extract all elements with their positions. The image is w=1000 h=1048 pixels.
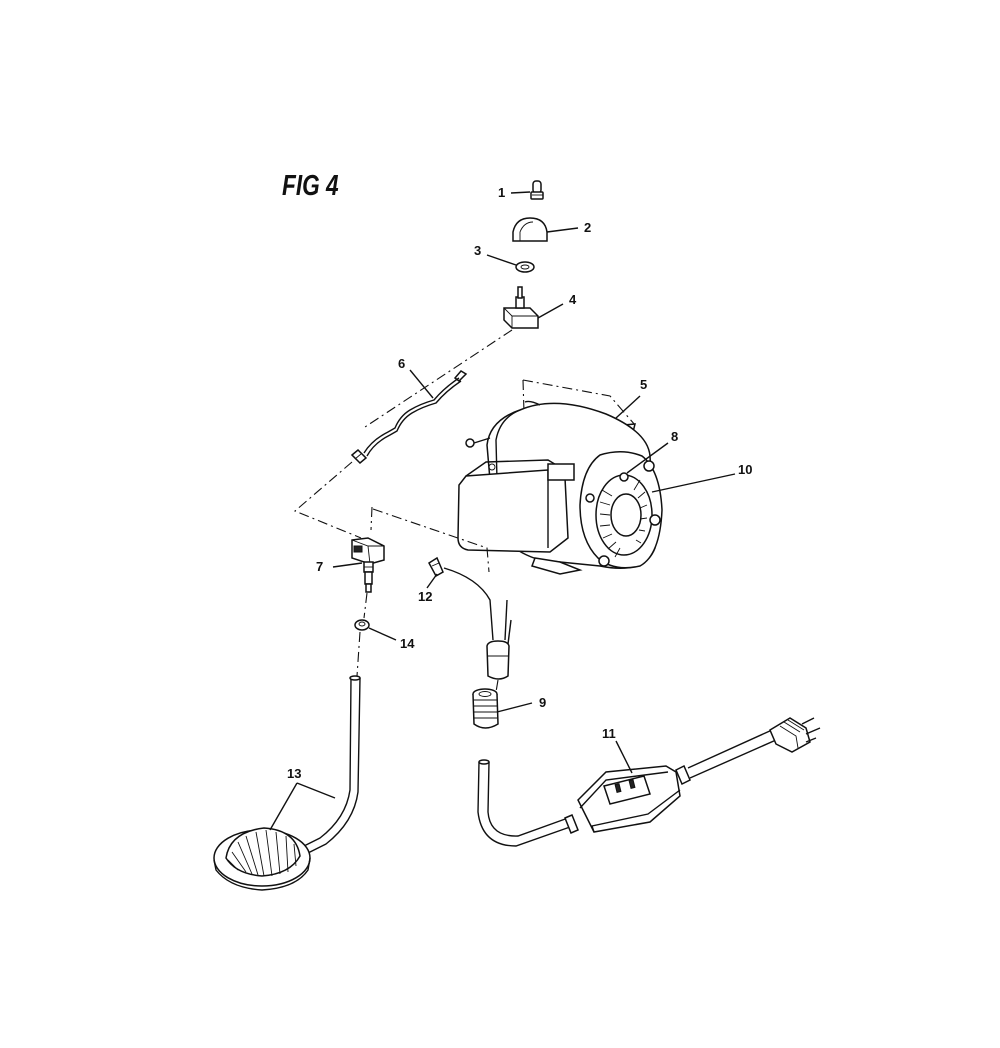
- callout-14: 14: [400, 636, 415, 651]
- callout-13: 13: [287, 766, 302, 781]
- leader-6: [409, 369, 434, 399]
- part-1-lamp: [530, 180, 544, 200]
- callout-4: 4: [569, 292, 577, 307]
- leader-2: [546, 227, 579, 233]
- callout-3: 3: [474, 243, 482, 258]
- part-6-wire: [350, 370, 468, 465]
- leader-8: [626, 442, 669, 474]
- callout-12: 12: [418, 589, 433, 604]
- leader-5: [615, 395, 641, 419]
- part-9-strain-relief: [472, 688, 499, 729]
- part-3-washer: [515, 261, 535, 273]
- part-11-gfci-cord: [477, 717, 821, 847]
- leader-13b: [296, 782, 336, 799]
- callout-10: 10: [738, 462, 753, 477]
- leader-14: [368, 627, 397, 641]
- leader-1: [510, 191, 531, 194]
- callout-8: 8: [671, 429, 679, 444]
- leader-9: [496, 702, 533, 713]
- leader-7: [332, 562, 363, 568]
- leader-3: [486, 254, 517, 266]
- leader-12: [426, 573, 438, 589]
- leader-10: [651, 473, 736, 493]
- figure-title: FIG 4: [282, 170, 339, 202]
- leader-13a: [269, 782, 298, 831]
- part-12-wire-nut: [428, 556, 444, 578]
- part-7-switch-body: [351, 537, 385, 593]
- part-14-nut: [354, 619, 370, 631]
- leader-4: [537, 303, 564, 319]
- callout-11: 11: [602, 726, 616, 741]
- callout-5: 5: [640, 377, 648, 392]
- motor-assembly: [370, 379, 663, 575]
- callout-2: 2: [584, 220, 592, 235]
- callout-6: 6: [398, 356, 406, 371]
- leader-11: [615, 740, 633, 774]
- callout-7: 7: [316, 559, 324, 574]
- callout-9: 9: [539, 695, 547, 710]
- part-2-cap: [512, 217, 548, 242]
- motor-cord-leads: [443, 567, 512, 680]
- callout-1: 1: [498, 185, 506, 200]
- part-4-toggle-switch: [503, 286, 539, 329]
- part-13-foot-pedal: [213, 675, 361, 891]
